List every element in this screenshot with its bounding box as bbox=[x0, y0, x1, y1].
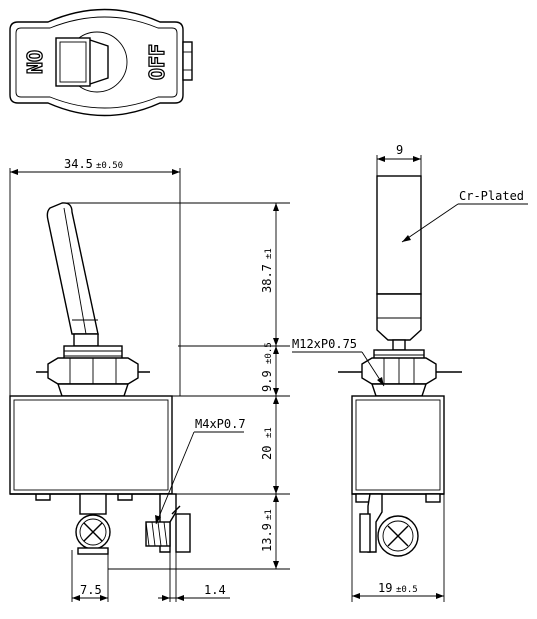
callout-finish: Cr-Plated bbox=[459, 189, 524, 203]
dim-lever-width: 9 bbox=[396, 143, 403, 157]
dim-terminal-height-tol: ±1 bbox=[264, 509, 274, 520]
front-dimensions: 34.5 ±0.50 38.7 ±1 9.9 ±0.5 20 ±1 13.9 ±… bbox=[9, 157, 290, 602]
dim-lever-height: 38.7 bbox=[260, 264, 274, 293]
callout-bushing-thread: M12xP0.75 bbox=[292, 337, 357, 351]
top-view: ON OFF bbox=[9, 8, 193, 117]
dim-bushing-height: 9.9 bbox=[260, 370, 274, 392]
dim-width-main: 34.5 bbox=[64, 157, 93, 171]
dim-terminal-offset: 7.5 bbox=[80, 583, 102, 597]
on-label: ON bbox=[22, 50, 46, 74]
dim-side-width-tol: ±0.5 bbox=[396, 585, 418, 595]
dim-body-height: 20 bbox=[260, 446, 274, 460]
dim-terminal-height: 13.9 bbox=[260, 523, 274, 552]
dim-lever-height-tol: ±1 bbox=[264, 248, 274, 259]
off-label: OFF bbox=[145, 44, 169, 80]
side-view bbox=[338, 175, 462, 557]
dim-bushing-height-tol: ±0.5 bbox=[264, 342, 274, 364]
dim-width-main-tol: ±0.50 bbox=[96, 161, 123, 171]
dim-side-width: 19 bbox=[378, 581, 392, 595]
side-dimensions: 9 Cr-Plated M12xP0.75 19 ±0.5 bbox=[292, 143, 528, 602]
callout-screw-thread: M4xP0.7 bbox=[195, 417, 246, 431]
front-view bbox=[9, 202, 191, 555]
dim-body-height-tol: ±1 bbox=[264, 427, 274, 438]
dim-terminal-thickness: 1.4 bbox=[204, 583, 226, 597]
